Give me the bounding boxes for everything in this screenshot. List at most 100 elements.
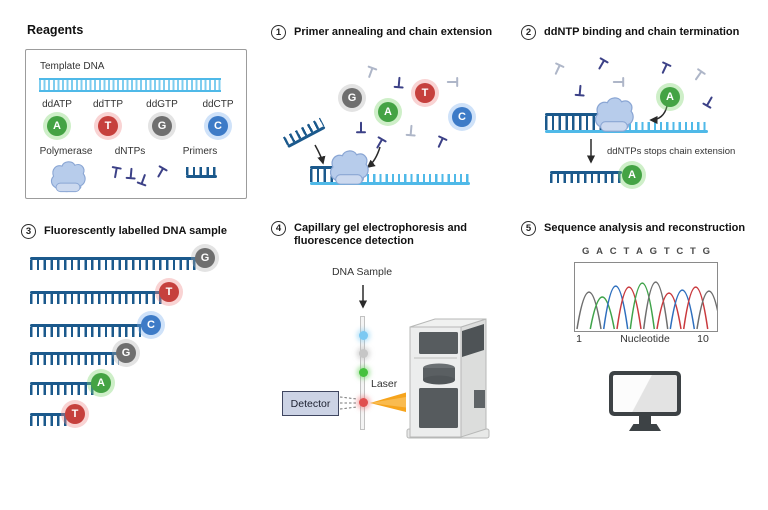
strand-4-terminal-g-icon: G [116,343,136,363]
fragment-dot-red [359,398,368,407]
chromatogram-peaks [576,281,722,330]
step1-template-teeth [367,174,470,182]
floating-a-letter: A [384,106,392,118]
template-dna-label: Template DNA [40,61,105,72]
step1-number: 1 [275,27,282,38]
labelled-strand-6-teeth [30,416,68,426]
dntp-icon [702,94,717,109]
strand-5-letter: A [97,377,105,389]
labelled-strand-2 [30,291,162,294]
ddntp-binding-arrow [649,105,668,125]
floating-ddatp-icon: A [378,102,398,122]
step2-basepair-teeth [545,116,623,130]
peak-4-t [616,286,642,330]
step5-number-badge: 5 [521,221,536,236]
strand-6-terminal-t-icon: T [65,404,85,424]
terminated-strand-rail [550,171,622,174]
ddctp-letter: C [214,120,222,132]
monitor-screen [613,375,677,412]
monitor-base [629,424,661,431]
step2-number-badge: 2 [521,25,536,40]
ddctp-label: ddCTP [202,99,234,110]
primer-annealing-arrow [314,144,326,165]
labelled-strand-5-teeth [30,385,94,395]
peak-2-a [589,296,616,330]
step2-note: ddNTPs stops chain extension [607,146,736,157]
labelled-strand-1-teeth [30,260,198,270]
seq-letter-5: A [636,246,643,257]
polymerase-label: Polymerase [39,146,93,157]
dntp-icon [393,76,405,89]
dntp-icon [594,57,609,72]
labelled-strand-2-teeth [30,294,162,304]
floating-t-letter: T [421,87,429,99]
seq-letter-3: C [609,246,617,257]
step1-title: Primer annealing and chain extension [294,26,493,38]
peak-6-g [642,281,669,330]
labelled-strand-4 [30,352,119,355]
seq-letter-8: C [676,246,684,257]
dntp-icon [356,121,366,134]
peak-8-c [669,289,696,330]
step5-title: Sequence analysis and reconstruction [544,222,746,234]
labelled-strand-6 [30,413,68,416]
incoming-ddatp-icon: A [660,87,680,107]
strand-2-terminal-t-icon: T [159,282,179,302]
terminal-a-letter: A [628,169,636,181]
step1-basepair-teeth [310,169,350,182]
labelled-strand-4-teeth [30,355,119,365]
laser-beam-icon [370,392,406,412]
chromatogram-plot [574,262,722,332]
strand-6-letter: T [71,408,79,420]
ddttp-letter: T [104,120,112,132]
labelled-strand-1 [30,257,198,260]
ddttp-circle-icon: T [98,116,118,136]
peak-1-g [576,291,602,330]
fragment-dot-blue [359,331,368,340]
primer-annealing-icon [282,117,326,149]
dna-sample-label: DNA Sample [331,266,393,278]
peak-3-c [602,285,629,330]
sequencer-machine-icon [406,318,490,439]
monitor-neck [639,416,651,424]
labelled-strand-3 [30,324,144,327]
monitor-icon [609,371,681,416]
step1-number-badge: 1 [271,25,286,40]
ddatp-label: ddATP [42,99,72,110]
labelled-strand-5 [30,382,94,385]
step3-number-badge: 3 [21,224,36,239]
dntp-icon [364,65,378,80]
peak-7-t [656,292,682,330]
sequence-letters-row: G A C T A G T C T G [582,246,710,257]
dntp-icon [434,135,448,150]
peak-9-t [682,286,709,330]
step4-number-badge: 4 [271,221,286,236]
dntps-label: dNTPs [114,146,146,157]
laser-label: Laser [371,378,398,390]
dntp-icon [691,68,706,83]
seq-letter-7: T [663,246,670,257]
dntp-icon [551,62,565,77]
peak-5-a [629,282,656,330]
ddgtp-label: ddGTP [146,99,178,110]
template-dna-strand [39,78,221,92]
seq-letter-6: G [649,246,658,257]
step5-number: 5 [525,223,532,234]
dntp-icon [612,77,625,87]
dntp-incorporation-arrow [366,146,381,169]
dntp-icon [658,61,672,76]
floating-c-letter: C [458,111,466,123]
floating-g-letter: G [347,92,357,104]
primers-label: Primers [182,146,218,157]
step2-number: 2 [525,27,532,38]
strand-4-letter: G [121,347,131,359]
ddatp-letter: A [53,120,61,132]
step2-title: ddNTP binding and chain termination [544,26,740,38]
floating-ddctp-icon: C [452,107,472,127]
primer-icon [186,167,217,175]
terminal-ddatp-icon: A [622,165,642,185]
strand-1-terminal-g-icon: G [195,248,215,268]
fragment-dot-green [359,368,368,377]
x-axis-label: Nucleotide [620,333,670,345]
terminated-strand-teeth [550,174,622,183]
